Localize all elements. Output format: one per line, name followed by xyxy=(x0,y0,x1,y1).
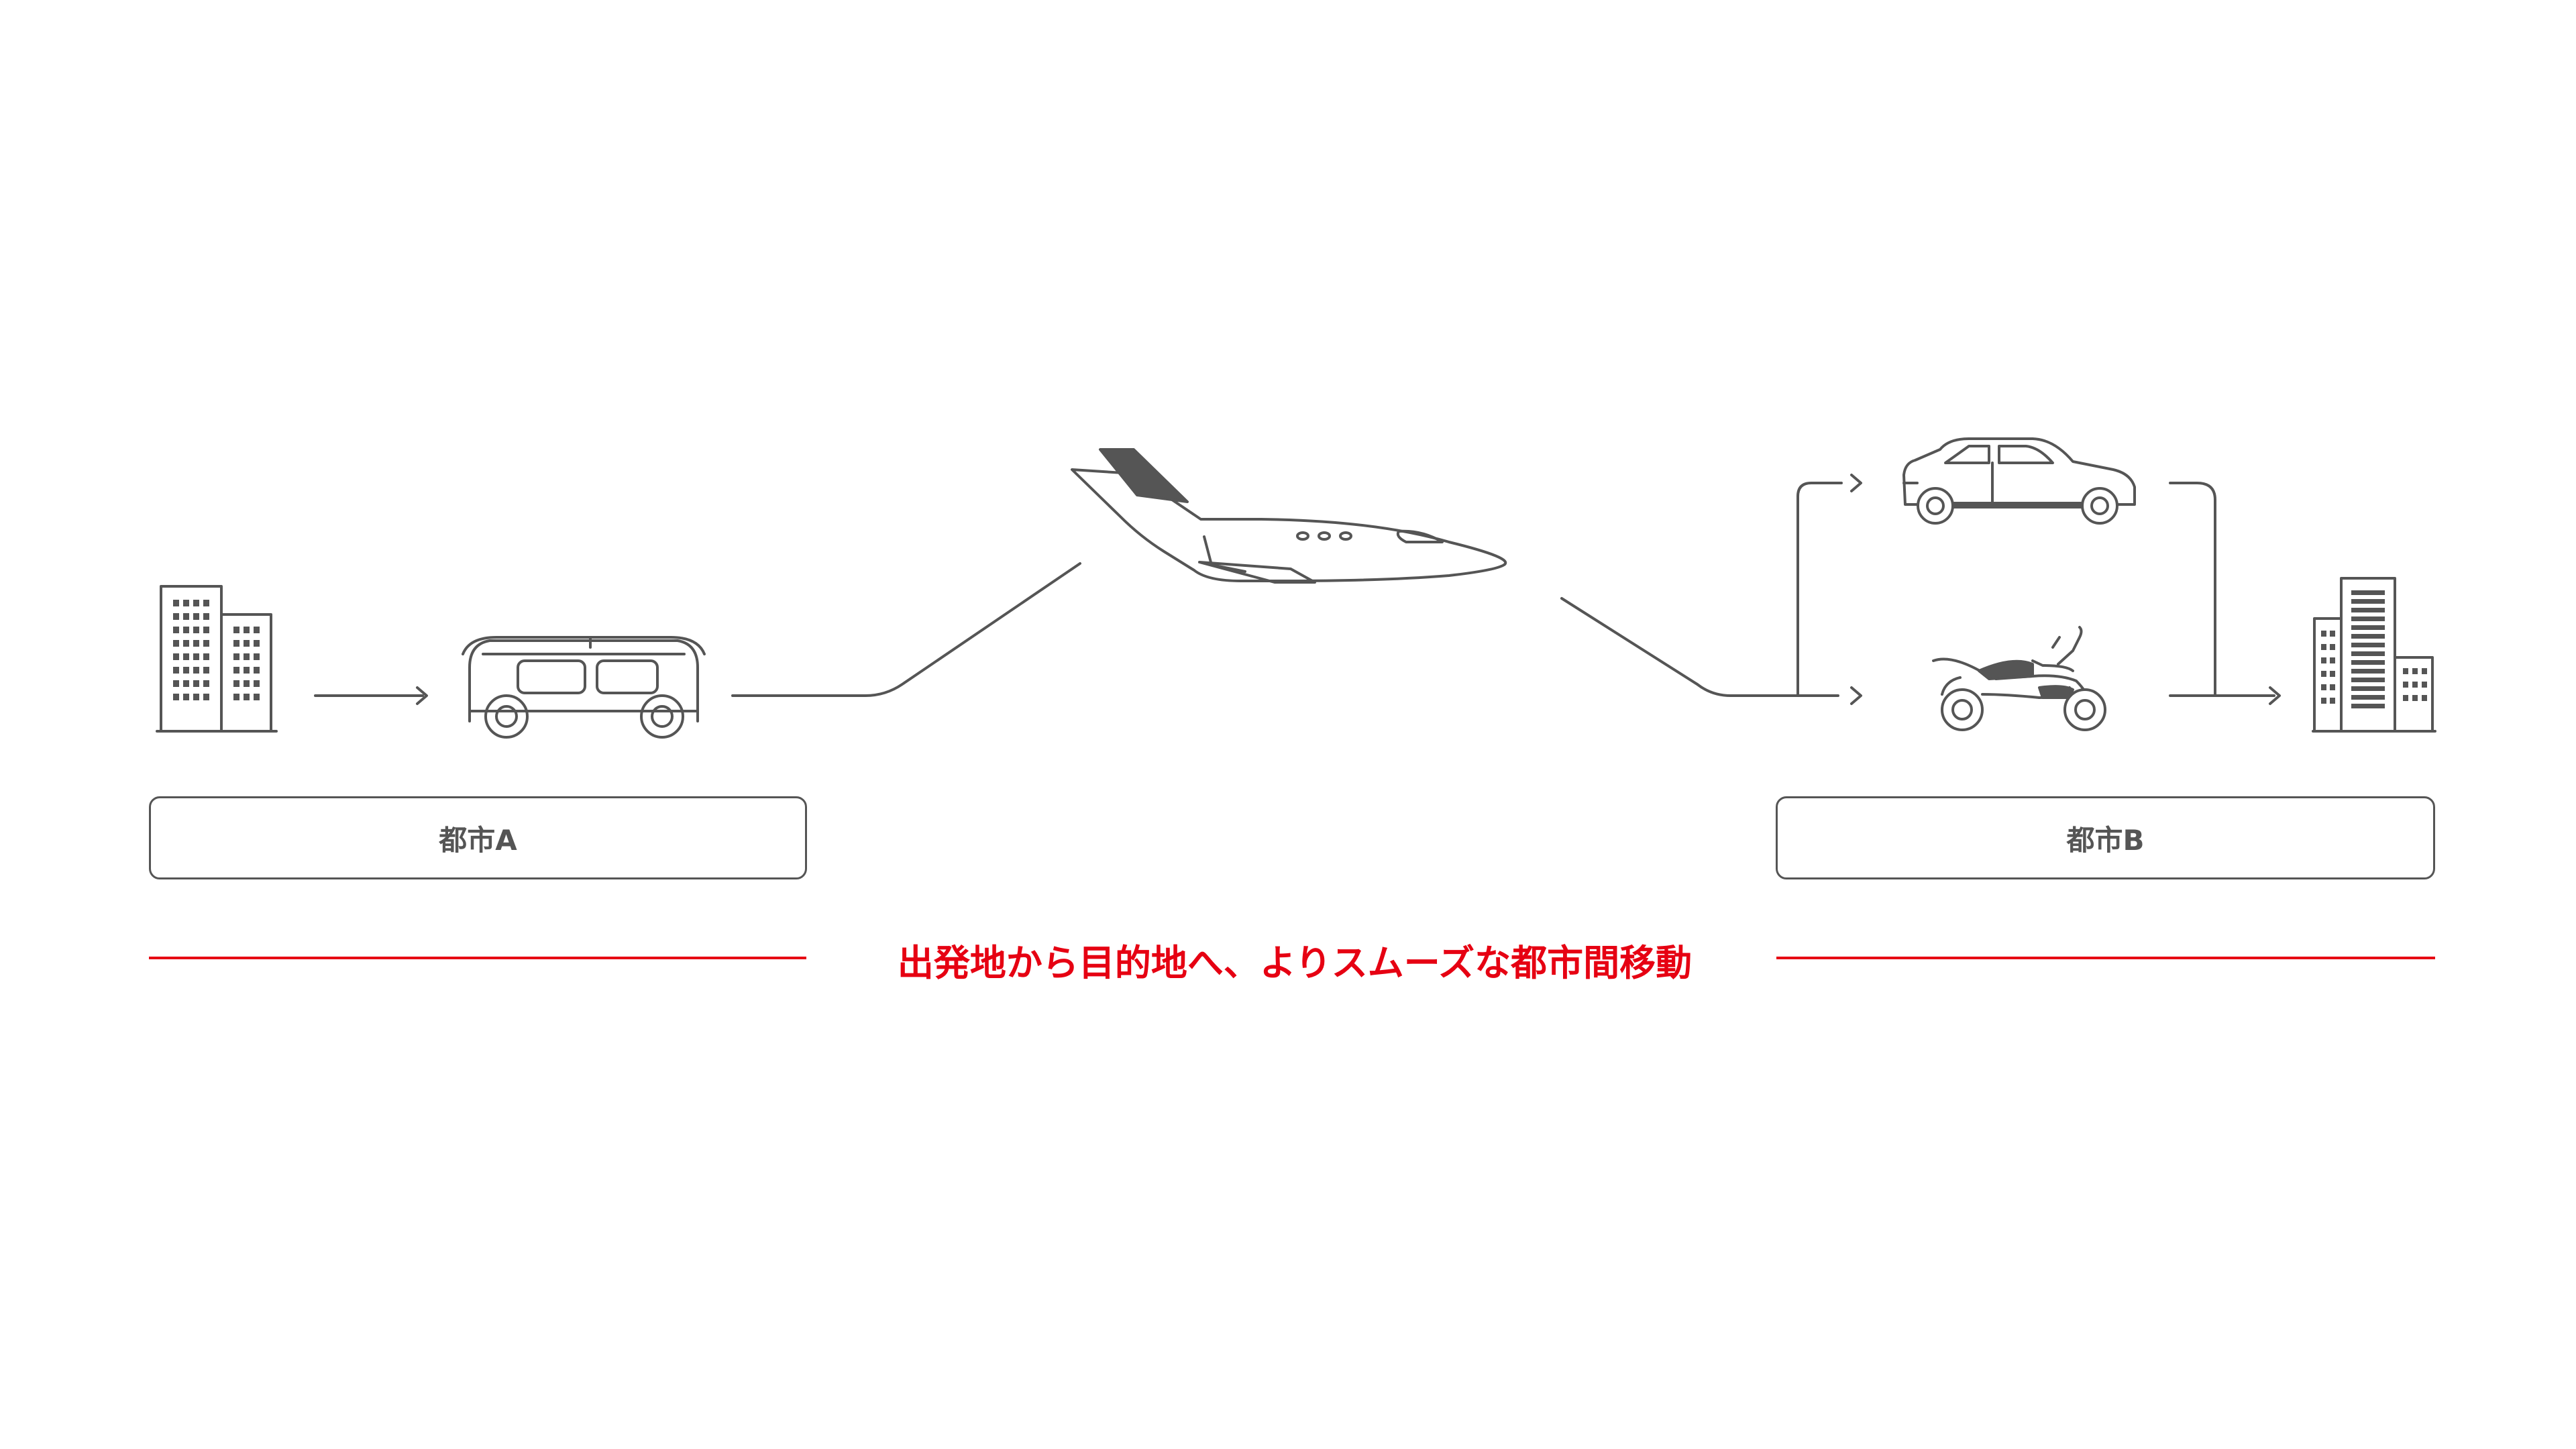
tagline: 出発地から目的地へ、よりスムーズな都市間移動 xyxy=(897,941,1693,984)
car-icon xyxy=(1902,437,2136,525)
tagline-rule-right xyxy=(1776,957,2435,959)
tagline-rule-left xyxy=(149,957,806,959)
business-jet-icon xyxy=(1071,448,1507,584)
city-a-box: 都市A xyxy=(149,796,807,879)
route-line-to-jet xyxy=(731,562,1081,697)
city-a-buildings-icon xyxy=(156,585,278,733)
city-b-buildings-icon xyxy=(2312,577,2436,733)
route-line-from-jet xyxy=(1560,597,1839,697)
arrow-to-shuttle xyxy=(314,686,428,705)
city-b-box: 都市B xyxy=(1776,796,2435,879)
branch-lines xyxy=(1796,474,2281,705)
city-b-label: 都市B xyxy=(2066,823,2145,857)
city-a-label: 都市A xyxy=(439,823,517,857)
autonomous-shuttle-icon xyxy=(462,636,706,739)
scooter-icon xyxy=(1932,626,2106,731)
